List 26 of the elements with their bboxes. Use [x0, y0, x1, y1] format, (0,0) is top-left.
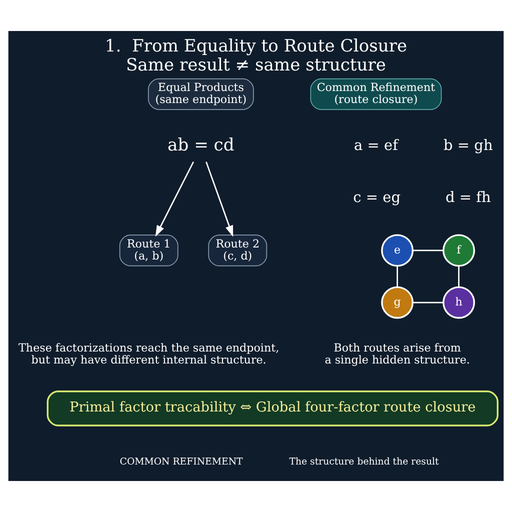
label: a = ef: [354, 138, 398, 154]
diagram-title: 1. From Equality to Route Closure: [104, 36, 408, 56]
connector: [396, 266, 398, 287]
arrow: [155, 162, 194, 237]
label: b = gh: [444, 138, 493, 154]
connector: [458, 266, 460, 287]
node-text: ab = cd: [168, 136, 234, 156]
node-circle: h: [442, 286, 476, 319]
node-box: Route 2 (c, d): [208, 234, 268, 266]
label: COMMON REFINEMENT: [120, 456, 243, 468]
node-box: Primal factor tracability ⇔ Global four-factor route closure: [46, 390, 498, 426]
node-circle: f: [442, 234, 476, 267]
label: These factorizations reach the same endpoint, but may have different internal structure.: [18, 342, 280, 367]
label: Both routes arise from a single hidden structure.: [324, 342, 470, 367]
caption: Same result ≠ same structure: [126, 55, 386, 76]
arrow: [206, 162, 234, 237]
connector: [412, 302, 444, 304]
label: c = eg: [353, 190, 401, 206]
node-box: Equal Products (same endpoint): [148, 78, 254, 110]
node-box: Common Refinement (route closure): [310, 78, 442, 110]
label: The structure behind the result: [289, 456, 439, 468]
connector: [412, 250, 444, 252]
node-box: Route 1 (a, b): [119, 234, 178, 266]
node-circle: g: [381, 286, 414, 319]
node-circle: e: [381, 234, 414, 267]
label: d = fh: [446, 190, 491, 206]
